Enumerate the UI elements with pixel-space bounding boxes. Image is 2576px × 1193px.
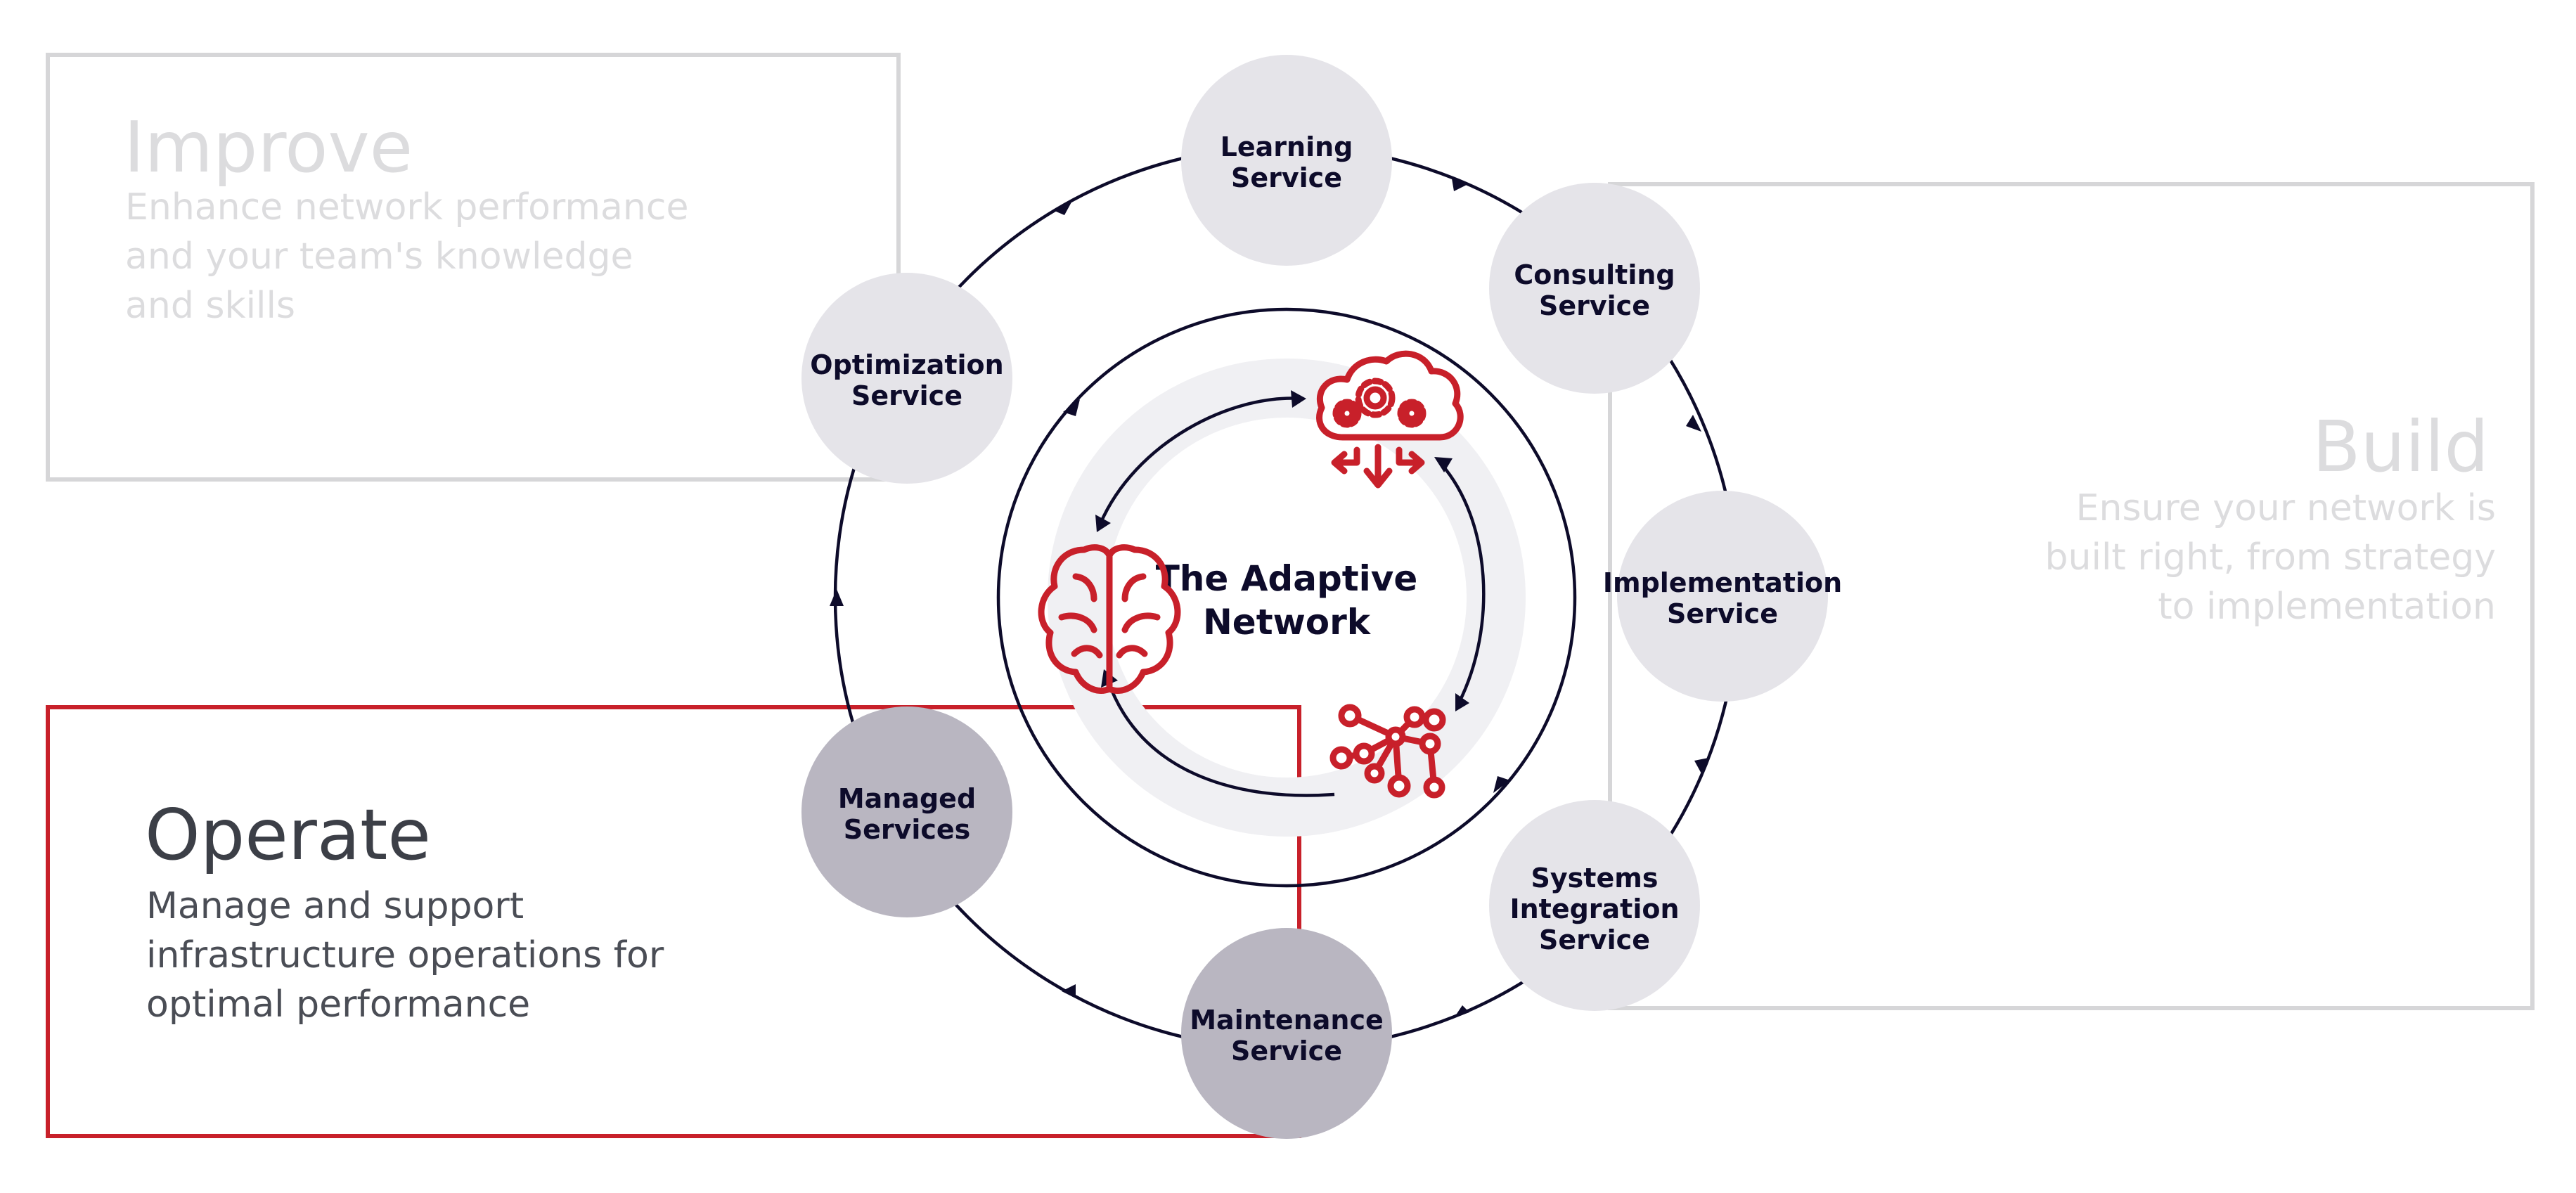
build-desc-line-2: built right, from strategy <box>2045 536 2496 579</box>
managed-node-label-1: Managed <box>838 783 976 814</box>
operate-panel-frame <box>46 705 1301 1138</box>
cycle-arrowhead <box>1095 515 1111 532</box>
consulting-node-label-1: Consulting <box>1514 259 1675 290</box>
service-node-systems-integration[interactable]: Systems Integration Service <box>1489 800 1700 1011</box>
network-nodes-icon <box>1329 704 1446 799</box>
ring-arrow <box>1454 1005 1469 1018</box>
ring-arrow <box>1694 758 1708 776</box>
ring-arrow <box>1686 415 1701 432</box>
systems-integration-node-circle <box>1489 800 1700 1011</box>
cycle-arrow-cloud-to-brain <box>1098 396 1303 524</box>
build-desc-line-1: Ensure your network is <box>2076 487 2496 529</box>
optimization-node-label-2: Service <box>851 380 962 411</box>
operate-panel: Operate Manage and support infrastructur… <box>145 794 664 1026</box>
service-node-optimization[interactable]: Optimization Service <box>801 273 1012 484</box>
cycle-arrowhead <box>1291 390 1306 408</box>
build-panel-frame <box>1608 182 2535 1010</box>
learning-node-label-1: Learning <box>1221 131 1353 162</box>
center-title: The Adaptive Network <box>1156 558 1418 643</box>
implementation-node-circle <box>1617 491 1828 702</box>
operate-desc-line-1: Manage and support <box>146 885 524 927</box>
maintenance-node-label-2: Service <box>1231 1036 1342 1066</box>
implementation-node-label-2: Service <box>1667 598 1778 629</box>
operate-desc-line-2: infrastructure operations for <box>146 934 664 976</box>
service-node-implementation[interactable]: Implementation Service <box>1603 491 1842 702</box>
consulting-node-label-2: Service <box>1539 290 1650 321</box>
cycle-arrow-cloud-to-network <box>1440 463 1486 704</box>
learning-node-label-2: Service <box>1231 162 1342 193</box>
build-desc-line-3: to implementation <box>2158 586 2496 628</box>
service-node-maintenance[interactable]: Maintenance Service <box>1181 928 1392 1139</box>
center-title-line-2: Network <box>1203 602 1372 643</box>
outer-ring-arrows <box>830 179 1708 1018</box>
build-panel: Build Ensure your network is built right… <box>2045 406 2496 628</box>
inner-ring-arrow <box>1493 776 1510 793</box>
ring-arrow <box>1452 179 1468 191</box>
operate-desc-line-3: optimal performance <box>146 984 530 1026</box>
cloud-gears-icon <box>1316 350 1464 489</box>
improve-desc-line-3: and skills <box>125 285 295 327</box>
improve-desc-line-2: and your team's knowledge <box>125 236 633 278</box>
implementation-node-label-1: Implementation <box>1603 567 1842 598</box>
inner-ring <box>996 307 1577 888</box>
inner-ring-arrow <box>1063 399 1080 416</box>
service-node-managed[interactable]: Managed Services <box>801 707 1012 917</box>
learning-node-circle <box>1181 55 1392 266</box>
cycle-arrowhead <box>1434 457 1453 472</box>
consulting-node-circle <box>1489 183 1700 394</box>
maintenance-node-circle <box>1181 928 1392 1139</box>
brain-icon <box>1038 544 1181 694</box>
improve-desc-line-1: Enhance network performance <box>125 186 688 228</box>
cycle-arrow-network-to-brain <box>1105 678 1335 797</box>
improve-panel-frame <box>46 53 901 482</box>
ring-arrow <box>1055 200 1073 215</box>
service-node-learning[interactable]: Learning Service <box>1181 55 1392 266</box>
improve-panel: Improve Enhance network performance and … <box>124 106 688 327</box>
service-node-consulting[interactable]: Consulting Service <box>1489 183 1700 394</box>
optimization-node-label-1: Optimization <box>810 349 1003 380</box>
maintenance-node-label-1: Maintenance <box>1190 1005 1384 1036</box>
operate-title: Operate <box>145 794 431 876</box>
systems-integration-node-label-1: Systems <box>1531 863 1659 894</box>
cycle-arrowhead <box>1455 693 1469 711</box>
ring-arrow <box>1062 984 1076 998</box>
inner-cycle-arrows <box>1098 396 1486 797</box>
systems-integration-node-label-3: Service <box>1539 924 1650 955</box>
systems-integration-node-label-2: Integration <box>1509 894 1679 924</box>
ring-arrow <box>830 589 844 606</box>
inner-band <box>1048 359 1526 837</box>
center-title-line-1: The Adaptive <box>1156 558 1418 599</box>
managed-node-circle <box>801 707 1012 917</box>
optimization-node-circle <box>801 273 1012 484</box>
build-title: Build <box>2312 406 2489 488</box>
improve-title: Improve <box>124 106 413 188</box>
managed-node-label-2: Services <box>844 814 971 845</box>
